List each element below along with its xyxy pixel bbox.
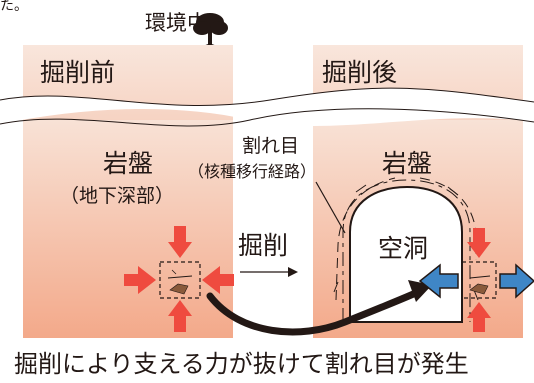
tree-icon xyxy=(193,13,228,49)
rock-before-panel xyxy=(23,45,233,338)
after-title: 掘削後 xyxy=(322,58,397,87)
process-arrow xyxy=(240,267,298,277)
diagram-caption: 掘削により支える力が抜けて割れ目が発生 xyxy=(14,350,469,378)
pressure-arrow-icon xyxy=(124,226,234,332)
before-rock-label: 岩盤 xyxy=(103,149,153,178)
depth-break xyxy=(0,87,534,127)
process-label: 掘削 xyxy=(238,231,288,260)
cavity-label: 空洞 xyxy=(378,234,428,263)
before-title: 掘削前 xyxy=(40,58,115,87)
before-rock-sublabel: （地下深部） xyxy=(60,185,174,207)
fracture-sublabel: （核種移行経路） xyxy=(188,162,316,181)
release-arrow-icon xyxy=(418,263,534,299)
top-text-fragment: た。 xyxy=(0,0,28,14)
fracture-label: 割れ目 xyxy=(242,135,299,157)
fracture-pointer-line xyxy=(315,181,346,234)
stress-element-before xyxy=(159,261,201,299)
pressure-arrow-after-icon xyxy=(467,228,491,332)
stress-element-after xyxy=(461,261,497,299)
after-rock-label: 岩盤 xyxy=(382,149,432,178)
